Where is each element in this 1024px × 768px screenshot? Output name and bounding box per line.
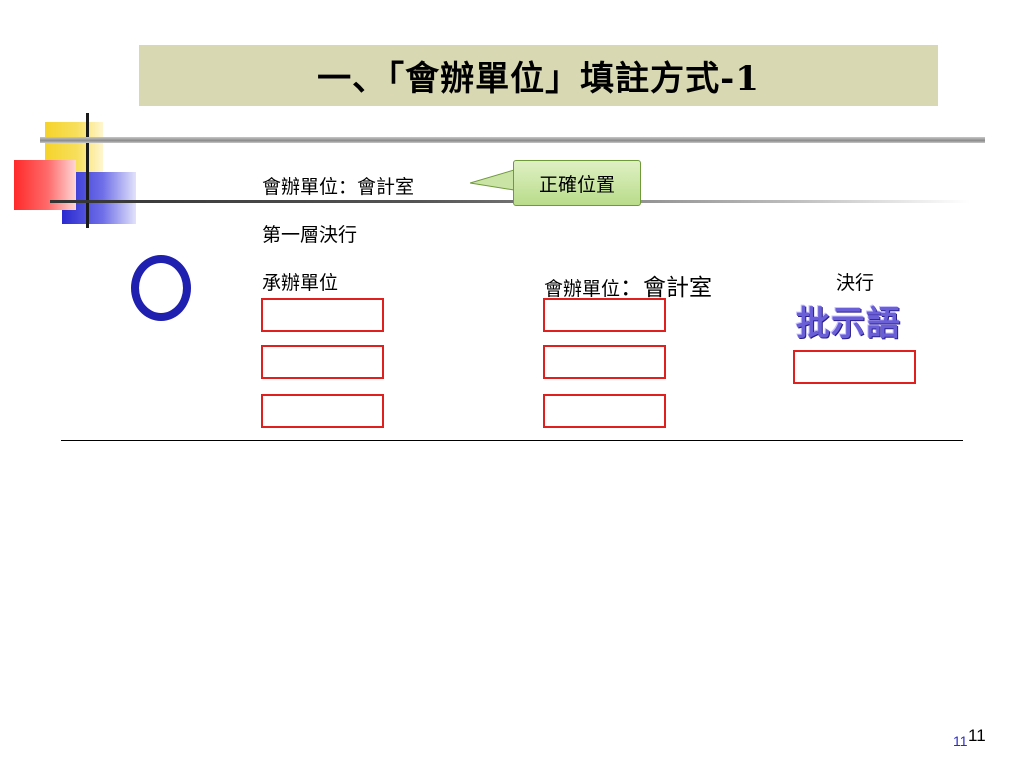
decor-gradient-rule [50,200,970,203]
co-unit-prefix: 會辦單位 [544,278,621,300]
callout-label: 正確位置 [538,173,615,196]
level-line: 第一層決行 [262,224,358,246]
co-unit-box-1 [543,298,666,332]
content-divider [61,440,963,441]
callout-correct-position: 正確位置 [513,160,641,206]
correct-circle-icon [131,255,191,321]
approval-stamp: 批示語 [796,304,901,344]
decor-horizontal-rule [40,137,985,143]
column-label-handling-unit: 承辦單位 [262,272,339,294]
decor-vertical-line [86,113,89,228]
page-number-large: 11 [968,726,986,745]
handling-unit-box-3 [261,394,384,428]
handling-unit-box-1 [261,298,384,332]
handling-unit-box-2 [261,345,384,379]
page-number-small: 11 [953,733,968,749]
header-line: 會辦單位：會計室 [262,176,415,198]
co-unit-box-3 [543,394,666,428]
slide-title-bar: 一、「會辦單位」填註方式-1 [139,45,938,106]
column-label-co-unit: 會辦單位：會計室 [544,268,712,302]
column-label-decision: 決行 [836,272,875,294]
callout-pointer [470,169,515,191]
slide-title: 一、「會辦單位」填註方式-1 [317,59,760,99]
co-unit-box-2 [543,345,666,379]
decision-box [793,350,916,384]
co-unit-suffix: ：會計室 [620,275,713,301]
